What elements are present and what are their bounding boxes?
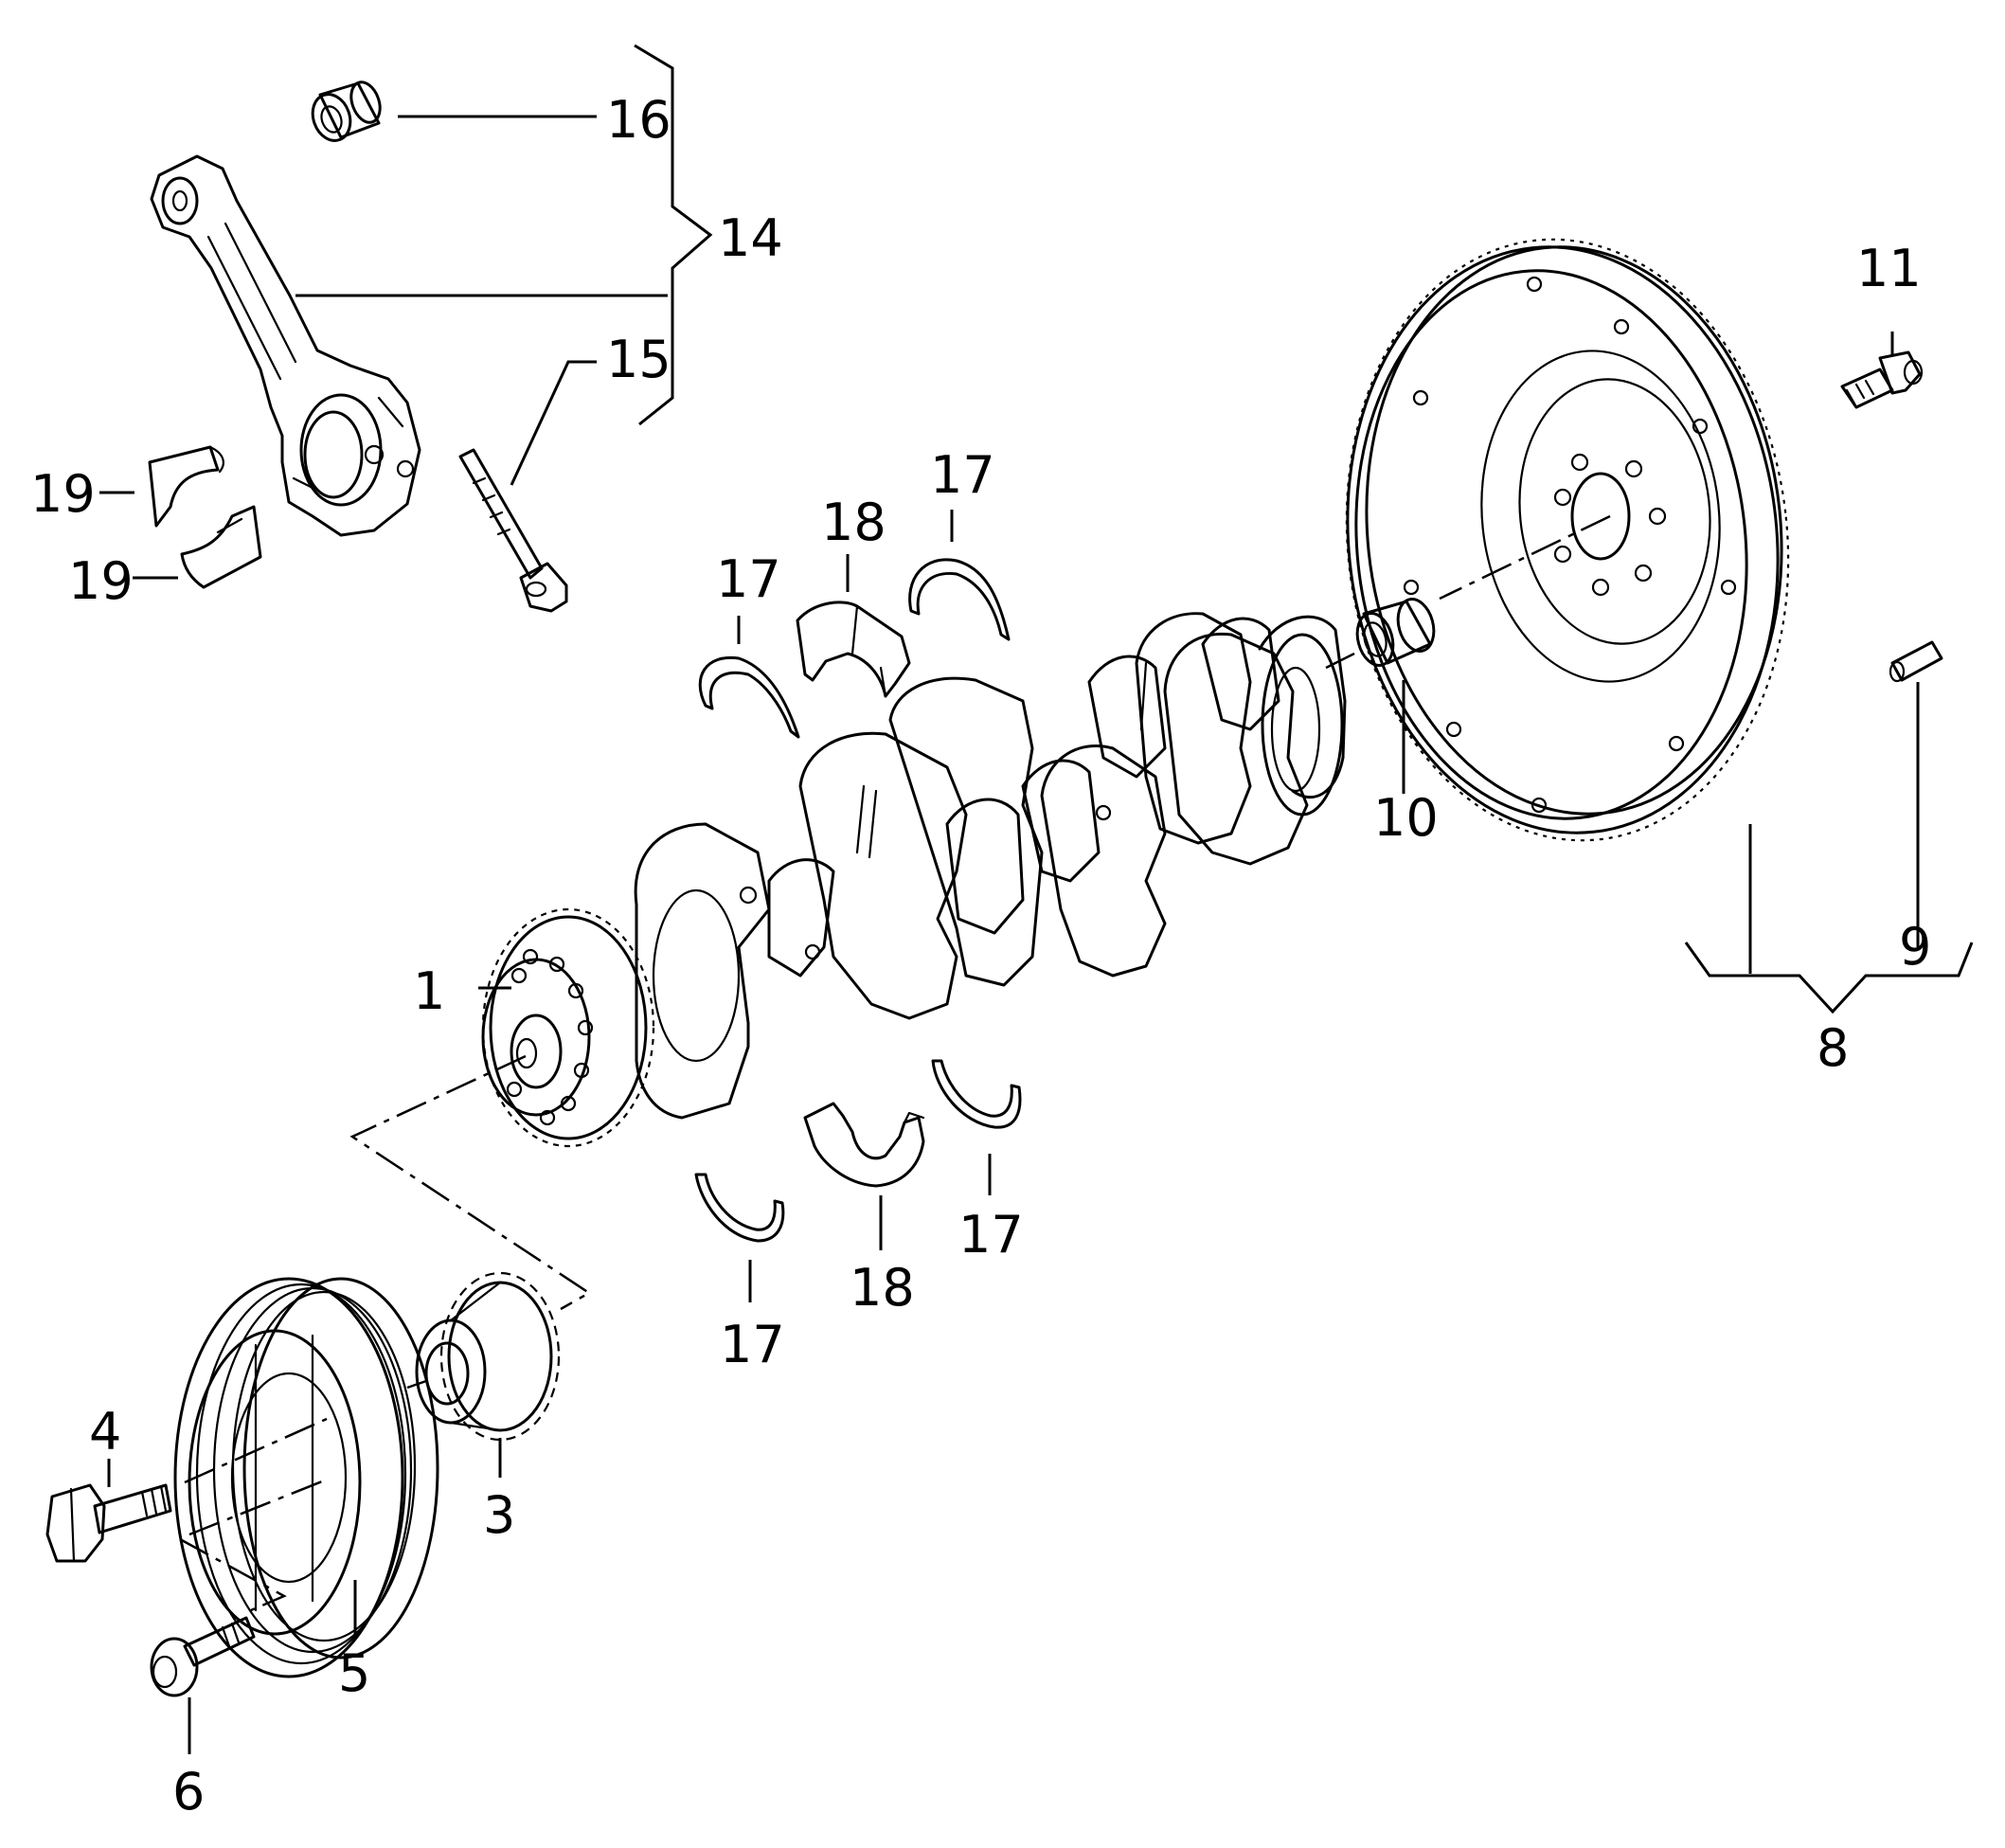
callout-17-lower-left: 17 [720,1315,785,1374]
part-5-pulley [173,1277,439,1678]
callout-3: 3 [483,1485,515,1545]
callout-labels: 16 14 15 19 19 17 18 17 11 10 9 8 1 17 1… [30,90,1931,1821]
part-8-flywheel [1345,238,1790,842]
crankshaft [634,612,1347,1120]
part-1-crankshaft-gear [481,907,655,1148]
callout-17-lower-right: 17 [958,1205,1024,1265]
callout-17-upper-left: 17 [716,549,781,609]
part-9-dowel-pin [1889,640,1943,683]
part-19-bearing-shell-upper [148,445,224,528]
part-15-rod-bolt [458,448,568,613]
part-14-connecting-rod [150,154,421,537]
callout-11: 11 [1856,239,1922,298]
part-11-flywheel-bolt [1840,350,1924,409]
part-17-thrust-washer-upper-left [698,655,800,739]
callout-15: 15 [606,330,671,389]
callout-18-upper: 18 [821,493,886,552]
leader-lines [99,44,1974,1754]
callout-10: 10 [1373,788,1439,848]
callout-1: 1 [413,961,445,1021]
part-4-pulley-bolt [45,1483,172,1563]
part-19-bearing-shell-lower [180,505,262,589]
part-3-sprocket [415,1271,561,1442]
callout-19-lower: 19 [68,551,134,611]
part-17-thrust-washer-upper-right [908,558,1011,641]
part-17-thrust-washer-lower-left [694,1173,785,1243]
part-16-bushing [311,81,382,142]
callout-6: 6 [172,1762,205,1821]
part-17-thrust-washer-lower-right [931,1059,1022,1129]
assembly-axes [179,514,1611,1612]
part-6-bolt [150,1616,256,1697]
part-10-needle-bearing [1355,598,1436,667]
callout-14: 14 [718,208,783,268]
callout-8: 8 [1817,1018,1849,1078]
callout-17-upper-right: 17 [930,445,995,505]
callout-9: 9 [1899,917,1931,977]
part-18-main-bearing-upper [796,601,911,698]
callout-19-upper: 19 [30,464,96,524]
callout-4: 4 [89,1402,121,1462]
part-18-main-bearing-lower [803,1102,925,1188]
callout-18-lower: 18 [850,1258,915,1318]
callout-5: 5 [338,1643,370,1703]
callout-16: 16 [606,90,671,150]
